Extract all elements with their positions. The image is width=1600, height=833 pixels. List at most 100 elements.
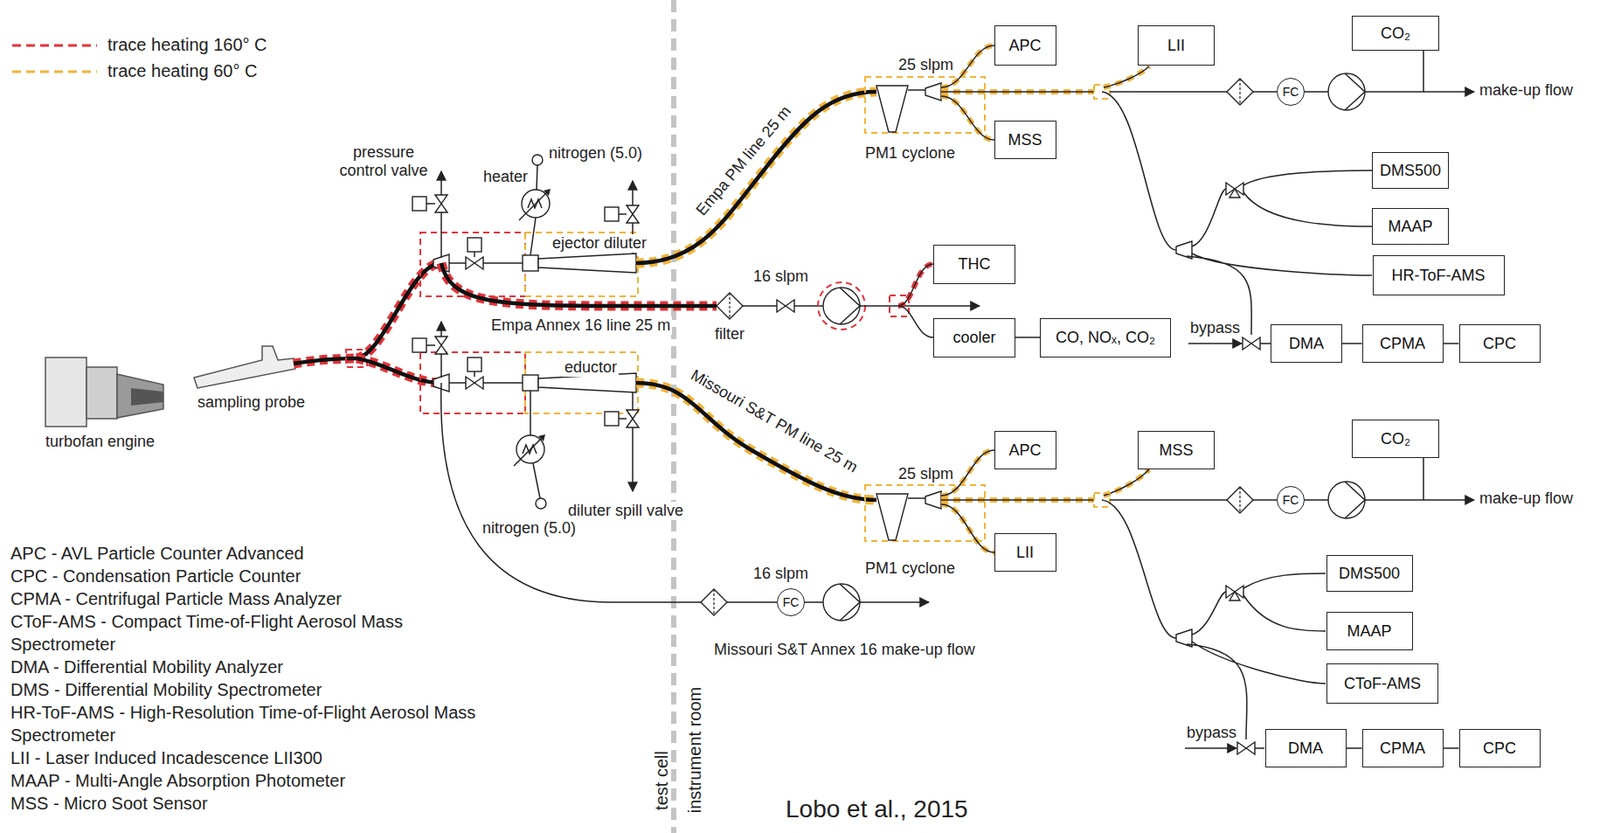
spill-valve [626,205,639,223]
nitrogen-supply [532,154,543,166]
filter [1226,78,1254,105]
abbreviation: MAAP - Multi-Angle Absorption Photometer [10,768,487,792]
heater-symbol [519,188,551,221]
heated-region [420,352,526,414]
heated-region [525,352,638,414]
connector [1342,342,1363,345]
box-label: MAAP [1387,217,1433,236]
instrument-box: APC [994,430,1057,470]
box-label: DMS500 [1379,161,1441,181]
part-label: nitrogen (5.0) [482,519,576,538]
actuator [467,237,482,252]
heated-line [898,263,934,306]
abbreviation: CPC - Condensation Particle Counter [10,564,487,588]
sample-line [356,358,442,383]
ejector-diluter [522,255,539,271]
connector [1443,342,1460,345]
box-label: CO₂ [1380,429,1411,449]
citation: Lobo et al., 2015 [785,795,969,824]
bypass-arrow [1188,342,1242,345]
make-up-arrow [1364,90,1475,93]
abbreviation: CToF-AMS - Compact Time-of-Flight Aeroso… [10,609,487,656]
pressure-control-valve [435,336,448,354]
part-label: 16 slpm [753,267,809,286]
vent-arrow [631,180,634,206]
part-label: PM1 cyclone [865,144,956,163]
legend-sample [12,44,97,48]
heated-region [420,232,526,297]
engine-core [86,367,118,419]
bypass-valve [1237,741,1255,755]
pump [1328,73,1365,111]
vent-arrow [440,321,443,337]
part-label: PM1 cyclone [865,559,956,578]
part-label: turbofan engine [45,432,155,451]
instrument-box: CToF-AMS [1326,663,1439,704]
pipe [907,89,926,91]
instrument-box: MAAP [1371,207,1449,245]
filter [716,292,743,319]
bypass-valve [1242,337,1261,350]
make-up-arrow [1364,498,1475,501]
abbreviation: DMS - Differential Mobility Spectrometer [10,678,487,701]
line-label: Empa PM line 25 m [692,102,796,220]
heated-region [865,484,985,541]
actuator [604,411,619,426]
vent-arrow [631,427,634,492]
box-label: THC [958,255,991,274]
part-label: sampling probe [197,393,305,412]
part-label: 25 slpm [898,55,954,75]
flow-controller: FC [1276,77,1305,106]
box-label: CO, NOₓ, CO₂ [1055,328,1156,347]
instrument-box: DMS500 [1326,554,1413,592]
pipe [426,344,436,347]
pressure-control-valve [435,194,448,213]
engine-fan [45,357,87,427]
actuator [412,338,427,353]
box-label: LII [1016,543,1034,562]
heated-line [636,91,877,264]
part-label: 25 slpm [898,464,954,484]
bypass-arrow [1184,747,1237,749]
part-label: diluter spill valve [566,501,686,520]
box-label: CO₂ [1380,24,1411,43]
connector [1015,336,1040,339]
heated-line [356,358,442,383]
pipe [907,497,926,499]
instrument-box: CPC [1459,324,1541,363]
box-label: FC [1282,84,1300,99]
pump [823,287,860,325]
valve [465,376,484,389]
box-label: CPMA [1379,334,1426,354]
pump [1328,481,1365,519]
nitrogen-supply [535,498,547,509]
abbreviation: DMA - Differential Mobility Analyzer [10,655,487,679]
abbreviation: LII - Laser Induced Incadescence LII300 [10,746,487,769]
instrument-box: cooler [933,318,1016,358]
pipe [1186,573,1326,749]
abbreviation: CPMA - Centrifugal Particle Mass Analyze… [10,587,487,610]
box-label: CPC [1482,334,1517,354]
part-label: bypass [1190,318,1240,338]
pump [823,583,860,621]
pipe [473,371,476,377]
instrument-box: DMS500 [1371,152,1449,189]
box-label: MSS [1007,131,1042,150]
instrument-box: DMA [1265,728,1347,768]
heated-pump [817,282,866,330]
eductor [522,374,539,391]
part-label: make-up flow [1479,81,1573,100]
flow-controller: FC [776,588,805,617]
box-label: LII [1167,36,1185,56]
abbreviation: APC - AVL Particle Counter Advanced [10,541,487,565]
box-label: APC [1008,441,1041,460]
part-label: Empa Annex 16 line 25 m [489,316,672,335]
instrument-box: MAAP [1326,611,1413,651]
box-label: MAAP [1346,622,1392,641]
part-label: heater [483,167,528,187]
actuator [412,196,427,211]
pipe [440,212,443,258]
valve [776,299,795,312]
sample-line [636,91,877,264]
sampling-probe [193,346,296,388]
